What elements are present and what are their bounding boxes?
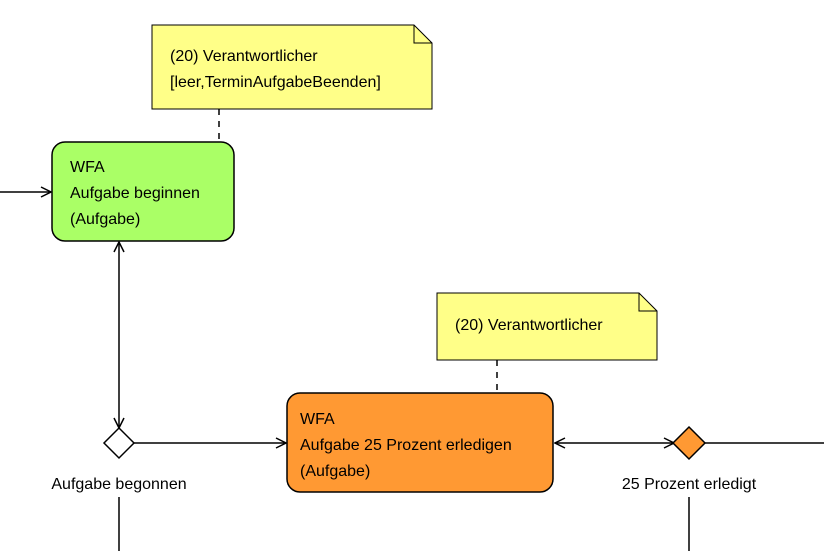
activity-line-1: WFA [70,159,105,176]
decision-25-prozent-erledigt[interactable]: 25 Prozent erledigt [622,425,757,493]
activity-box [286,392,554,493]
activity-aufgabe-25-prozent[interactable]: WFA Aufgabe 25 Prozent erledigen (Aufgab… [286,392,554,493]
decision-label: 25 Prozent erledigt [622,476,757,493]
note-line-2: [leer,TerminAufgabeBeenden] [170,74,381,91]
activity-line-1: WFA [300,411,335,428]
note-line-1: (20) Verantwortlicher [455,317,603,334]
decision-diamond [671,425,707,461]
activity-line-2: Aufgabe beginnen [70,185,200,202]
activity-box [51,141,235,242]
note-verantwortlicher-termin[interactable]: (20) Verantwortlicher [leer,TerminAufgab… [151,24,433,110]
note-line-1: (20) Verantwortlicher [170,48,318,65]
note-shape [436,292,658,361]
note-fold [638,293,657,312]
decision-aufgabe-begonnen[interactable]: Aufgabe begonnen [51,426,187,493]
activity-line-3: (Aufgabe) [70,211,140,228]
connections [0,109,824,551]
activity-aufgabe-beginnen[interactable]: WFA Aufgabe beginnen (Aufgabe) [51,141,235,242]
note-shape [151,24,433,110]
activity-line-3: (Aufgabe) [300,463,370,480]
note-verantwortlicher[interactable]: (20) Verantwortlicher [436,292,658,361]
decision-label: Aufgabe begonnen [51,476,186,493]
activity-line-2: Aufgabe 25 Prozent erledigen [300,437,512,454]
note-fold [413,25,432,44]
decision-diamond [102,426,136,460]
